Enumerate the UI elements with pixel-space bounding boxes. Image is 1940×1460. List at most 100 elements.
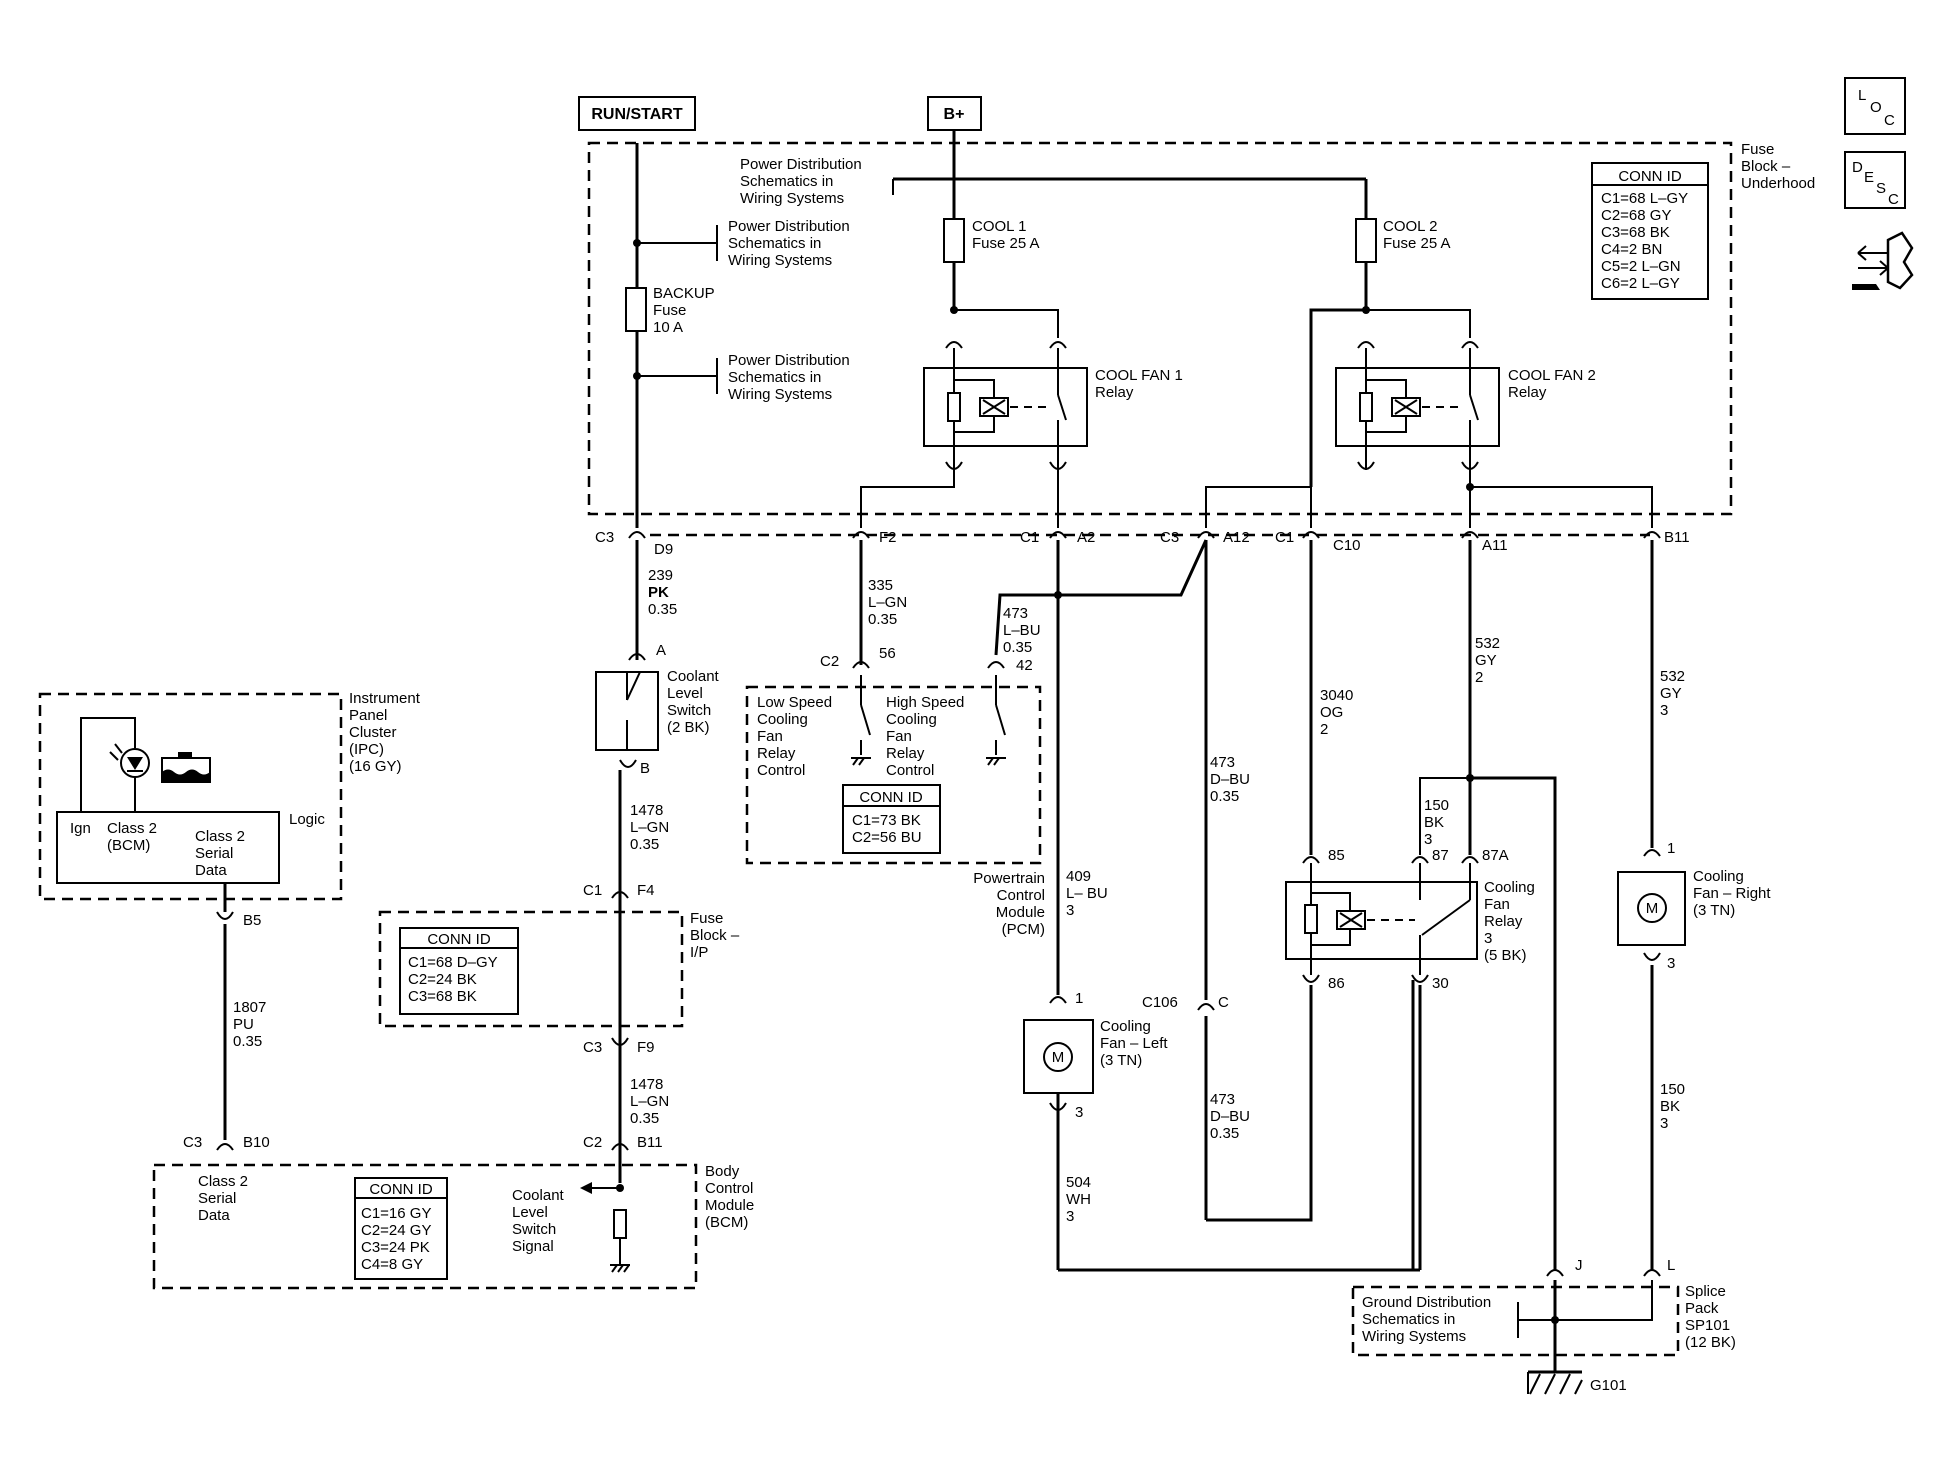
svg-text:473: 473	[1210, 1091, 1235, 1108]
svg-text:M: M	[1052, 1049, 1065, 1066]
svg-text:Wiring Systems: Wiring Systems	[728, 386, 832, 403]
svg-text:Panel: Panel	[349, 707, 387, 724]
svg-text:(BCM): (BCM)	[107, 837, 150, 854]
g101-ground-icon	[1527, 1370, 1583, 1395]
harness-arrows-icon[interactable]	[1852, 231, 1914, 290]
svg-text:Cooling: Cooling	[886, 711, 937, 728]
svg-text:Fuse: Fuse	[653, 302, 686, 319]
wire-532-a: 532 GY 2	[1475, 635, 1500, 686]
loc-icon[interactable]: L O C	[1844, 77, 1906, 135]
ground-dist-label: Ground Distribution Schematics in Wiring…	[1362, 1294, 1491, 1345]
svg-text:C5=2 L–GN: C5=2 L–GN	[1601, 258, 1681, 275]
wire-150-b: 150 BK 3	[1660, 1081, 1685, 1132]
svg-text:Cluster: Cluster	[349, 724, 397, 741]
svg-text:C: C	[1884, 112, 1895, 129]
svg-text:86: 86	[1328, 975, 1345, 992]
svg-text:(5 BK): (5 BK)	[1484, 947, 1527, 964]
svg-text:L: L	[1858, 87, 1866, 104]
svg-text:Signal: Signal	[512, 1238, 554, 1255]
backup-fuse-label: BACKUP Fuse 10 A	[653, 285, 715, 336]
wire-239: 239 PK 0.35	[648, 567, 677, 618]
ipc-box	[38, 692, 343, 901]
b-plus-label: B+	[927, 96, 982, 131]
cool-fan-2-relay-label: COOL FAN 2 Relay	[1508, 367, 1596, 401]
svg-text:3: 3	[1484, 930, 1492, 947]
svg-text:C3=24 PK: C3=24 PK	[361, 1239, 430, 1256]
pcm-ground-icon-1	[851, 757, 871, 766]
svg-text:D–BU: D–BU	[1210, 771, 1250, 788]
svg-text:Fuse: Fuse	[1741, 141, 1774, 158]
svg-text:Relay: Relay	[1484, 913, 1523, 930]
wire-532-b: 532 GY 3	[1660, 668, 1685, 719]
fan-relay-label: Cooling Fan Relay 3 (5 BK)	[1484, 879, 1535, 964]
svg-text:Fuse 25 A: Fuse 25 A	[972, 235, 1040, 252]
svg-text:150: 150	[1660, 1081, 1685, 1098]
svg-text:C2=56 BU: C2=56 BU	[852, 829, 922, 846]
svg-text:Pack: Pack	[1685, 1300, 1719, 1317]
svg-text:C3=68 BK: C3=68 BK	[408, 988, 477, 1005]
fan-left-label: Cooling Fan – Left (3 TN)	[1100, 1018, 1168, 1069]
svg-text:532: 532	[1660, 668, 1685, 685]
svg-text:335: 335	[868, 577, 893, 594]
svg-text:CONN ID: CONN ID	[1618, 168, 1682, 185]
desc-icon[interactable]: D E S C	[1844, 151, 1906, 209]
svg-text:C1: C1	[1275, 529, 1294, 546]
svg-text:L–GN: L–GN	[868, 594, 907, 611]
svg-text:Coolant: Coolant	[667, 668, 720, 685]
svg-text:Block –: Block –	[690, 927, 740, 944]
svg-text:3: 3	[1066, 1208, 1074, 1225]
pcm-title: Powertrain Control Module (PCM)	[973, 870, 1045, 938]
ip-conn-id-table: CONN ID C1=68 D–GY C2=24 BK C3=68 BK	[399, 927, 519, 1015]
svg-text:Serial: Serial	[195, 845, 233, 862]
svg-text:Ground Distribution: Ground Distribution	[1362, 1294, 1491, 1311]
svg-text:CONN ID: CONN ID	[859, 789, 923, 806]
svg-text:1: 1	[1667, 840, 1675, 857]
svg-text:Control: Control	[757, 762, 805, 779]
pcm-box	[745, 685, 1042, 865]
cool-fan-1-relay	[923, 367, 1088, 447]
pds-label-3: Power Distribution Schematics in Wiring …	[728, 352, 850, 403]
g101-label: G101	[1590, 1377, 1627, 1394]
svg-text:F9: F9	[637, 1039, 655, 1056]
svg-text:Schematics in: Schematics in	[1362, 1311, 1455, 1328]
wire-1478-b: 1478 L–GN 0.35	[630, 1076, 669, 1127]
svg-text:Wiring Systems: Wiring Systems	[728, 252, 832, 269]
svg-text:Schematics in: Schematics in	[728, 235, 821, 252]
pds-label-2: Power Distribution Schematics in Wiring …	[728, 218, 850, 269]
cooling-fan-right	[1617, 871, 1686, 946]
svg-text:0.35: 0.35	[630, 1110, 659, 1127]
pcm-high-speed-label: High Speed Cooling Fan Relay Control	[886, 694, 964, 779]
wire-335: 335 L–GN 0.35	[868, 577, 907, 628]
svg-text:B10: B10	[243, 1134, 270, 1151]
svg-text:Fuse 25 A: Fuse 25 A	[1383, 235, 1451, 252]
svg-text:Control: Control	[997, 887, 1045, 904]
cool2-fuse-label: COOL 2 Fuse 25 A	[1383, 218, 1451, 252]
svg-text:C2=68 GY: C2=68 GY	[1601, 207, 1671, 224]
svg-text:Block –: Block –	[1741, 158, 1791, 175]
svg-text:C3: C3	[183, 1134, 202, 1151]
svg-text:(12 BK): (12 BK)	[1685, 1334, 1736, 1351]
bcm-conn-id-table: CONN ID C1=16 GY C2=24 GY C3=24 PK C4=8 …	[354, 1177, 448, 1280]
svg-text:PK: PK	[648, 584, 669, 601]
svg-text:Fuse: Fuse	[690, 910, 723, 927]
svg-text:Level: Level	[512, 1204, 548, 1221]
svg-text:D–BU: D–BU	[1210, 1108, 1250, 1125]
svg-text:(PCM): (PCM)	[1002, 921, 1045, 938]
svg-text:CONN ID: CONN ID	[427, 931, 491, 948]
svg-text:C10: C10	[1333, 537, 1361, 554]
svg-text:Ign: Ign	[70, 820, 91, 837]
svg-text:GY: GY	[1660, 685, 1682, 702]
svg-text:(16 GY): (16 GY)	[349, 758, 402, 775]
svg-text:B11: B11	[1664, 529, 1690, 546]
svg-text:A12: A12	[1223, 529, 1250, 546]
svg-text:COOL FAN 1: COOL FAN 1	[1095, 367, 1183, 384]
cool-fan-1-relay-label: COOL FAN 1 Relay	[1095, 367, 1183, 401]
svg-text:Instrument: Instrument	[349, 690, 421, 707]
svg-text:3: 3	[1660, 1115, 1668, 1132]
svg-text:C: C	[1888, 191, 1899, 208]
svg-text:C1=68 L–GY: C1=68 L–GY	[1601, 190, 1688, 207]
svg-text:F2: F2	[879, 529, 897, 546]
run-start-label: RUN/START	[578, 96, 696, 131]
pcm-ground-icon-2	[986, 757, 1006, 766]
svg-text:(IPC): (IPC)	[349, 741, 384, 758]
